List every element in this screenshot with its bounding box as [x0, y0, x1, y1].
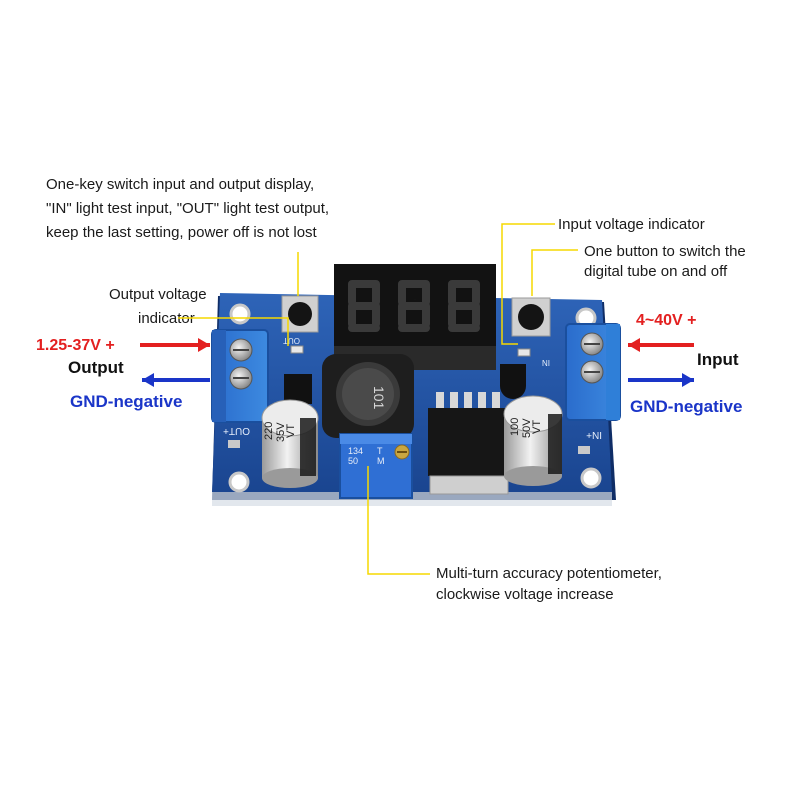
voltage-regulator [428, 392, 509, 495]
cap-left-series: VT [285, 424, 297, 438]
pcb-out-terminal-label: OUT+ [223, 425, 250, 436]
button-switch-line-2: digital tube on and off [584, 263, 728, 280]
pot-code-1: 134 [348, 446, 363, 456]
potentiometer-line-2: clockwise voltage increase [436, 586, 614, 603]
output-gnd-label: GND-negative [70, 392, 183, 411]
one-key-switch-line-3: keep the last setting, power off is not … [46, 224, 317, 241]
input-terminal-block [565, 323, 621, 421]
input-negative-arrow [628, 373, 694, 387]
seven-segment-display: 888 [334, 264, 496, 370]
input-indicator-label: Input voltage indicator [558, 216, 705, 233]
cap-right-value: 100 [509, 418, 521, 436]
one-key-switch-line-1: One-key switch input and output display, [46, 176, 315, 193]
potentiometer-annotation-line [367, 466, 430, 575]
one-key-switch-line-2: "IN" light test input, "OUT" light test … [46, 200, 330, 217]
inductor: 101 [322, 354, 414, 438]
input-positive-arrow [628, 338, 694, 352]
input-capacitor: 100 50V VT [503, 395, 563, 486]
output-positive-arrow [140, 338, 210, 352]
output-terminal-block [211, 329, 269, 423]
pcb-out-label: OUT [283, 336, 300, 345]
pot-code-4: M [377, 456, 385, 466]
output-led [290, 345, 304, 354]
potentiometer-line-1: Multi-turn accuracy potentiometer, [436, 565, 662, 582]
inductor-code: 101 [371, 386, 387, 410]
transistor [500, 364, 526, 399]
input-label: Input [697, 350, 739, 369]
pcb-in-terminal-label: IN+ [586, 429, 602, 440]
input-gnd-label: GND-negative [630, 397, 743, 416]
input-led [517, 348, 531, 357]
output-label: Output [68, 358, 124, 377]
cap-right-series: VT [531, 420, 543, 434]
pcb-in-label: IN [542, 358, 550, 367]
output-led-annotation-line [178, 317, 289, 346]
display-digits: 888 [414, 299, 416, 301]
button-annotation-line [531, 249, 578, 296]
pot-code-2: 50 [348, 456, 358, 466]
pot-code-3: T [377, 446, 383, 456]
output-indicator-line-1: Output voltage [109, 286, 207, 303]
annotation-lines [178, 223, 578, 575]
display-toggle-button [511, 297, 551, 337]
output-voltage-label: 1.25-37V + [36, 337, 115, 354]
input-voltage-label: 4~40V + [636, 312, 697, 329]
output-capacitor: 220 35V VT [261, 399, 319, 488]
output-negative-arrow [142, 373, 210, 387]
potentiometer: 134 50 T M [339, 433, 413, 499]
button-switch-line-1: One button to switch the [584, 243, 746, 260]
output-switch-button [281, 295, 319, 333]
cap-left-value: 220 [263, 422, 275, 440]
input-led-annotation-line [501, 223, 555, 345]
diode-chip [284, 374, 312, 404]
output-indicator-line-2: indicator [138, 310, 195, 327]
cap-right-voltage: 50V [521, 418, 533, 438]
cap-left-voltage: 35V [275, 422, 287, 442]
